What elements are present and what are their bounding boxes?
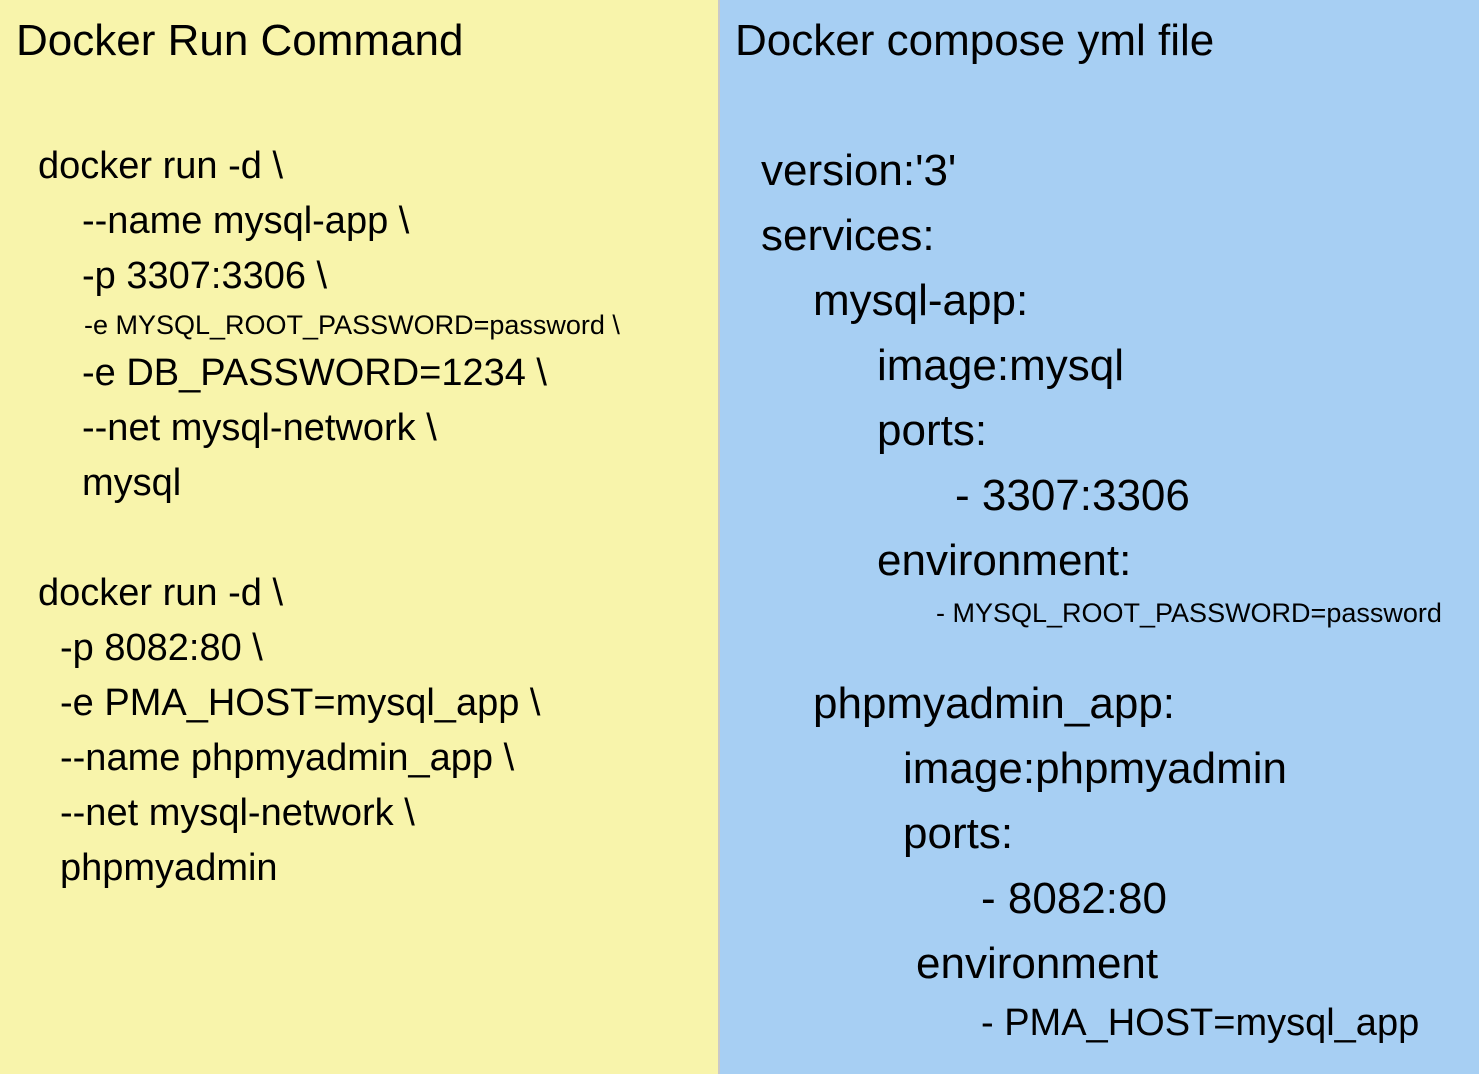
- run-line: -e MYSQL_ROOT_PASSWORD=password \: [84, 310, 620, 340]
- run-line: -p 3307:3306 \: [82, 255, 328, 297]
- run-line: phpmyadmin: [60, 847, 278, 889]
- run-line: docker run -d \: [38, 145, 283, 187]
- run-line: mysql: [82, 462, 182, 504]
- run-line: --name phpmyadmin_app \: [60, 737, 515, 779]
- docker-compose-title: Docker compose yml file: [735, 16, 1215, 65]
- run-line: -p 8082:80 \: [60, 627, 263, 669]
- panel-divider: [718, 0, 720, 1074]
- compose-line: ports:: [877, 406, 988, 455]
- compose-line: environment: [916, 939, 1159, 988]
- compose-line: - 8082:80: [981, 874, 1167, 923]
- run-line: docker run -d \: [38, 572, 283, 614]
- compose-line: ports:: [903, 809, 1014, 858]
- compose-line: - PMA_HOST=mysql_app: [981, 1002, 1420, 1044]
- compose-line: environment:: [877, 536, 1132, 585]
- docker-run-title: Docker Run Command: [16, 16, 464, 65]
- compose-line: mysql-app:: [813, 276, 1029, 325]
- run-line: --net mysql-network \: [60, 792, 415, 834]
- run-line: --name mysql-app \: [82, 200, 410, 242]
- compose-line: version:'3': [761, 146, 957, 195]
- compose-line: image:phpmyadmin: [903, 744, 1287, 793]
- docker-run-panel: Docker Run Command docker run -d \ --nam…: [0, 0, 718, 1074]
- compose-line: - MYSQL_ROOT_PASSWORD=password: [936, 598, 1442, 628]
- compose-line: services:: [761, 211, 935, 260]
- compose-line: phpmyadmin_app:: [813, 679, 1176, 728]
- run-line: --net mysql-network \: [82, 407, 437, 449]
- compose-line: image:mysql: [877, 341, 1124, 390]
- run-line: -e PMA_HOST=mysql_app \: [60, 682, 541, 724]
- docker-compose-panel: Docker compose yml file version:'3' serv…: [720, 0, 1479, 1074]
- run-line: -e DB_PASSWORD=1234 \: [82, 352, 547, 394]
- compose-line: - 3307:3306: [955, 471, 1190, 520]
